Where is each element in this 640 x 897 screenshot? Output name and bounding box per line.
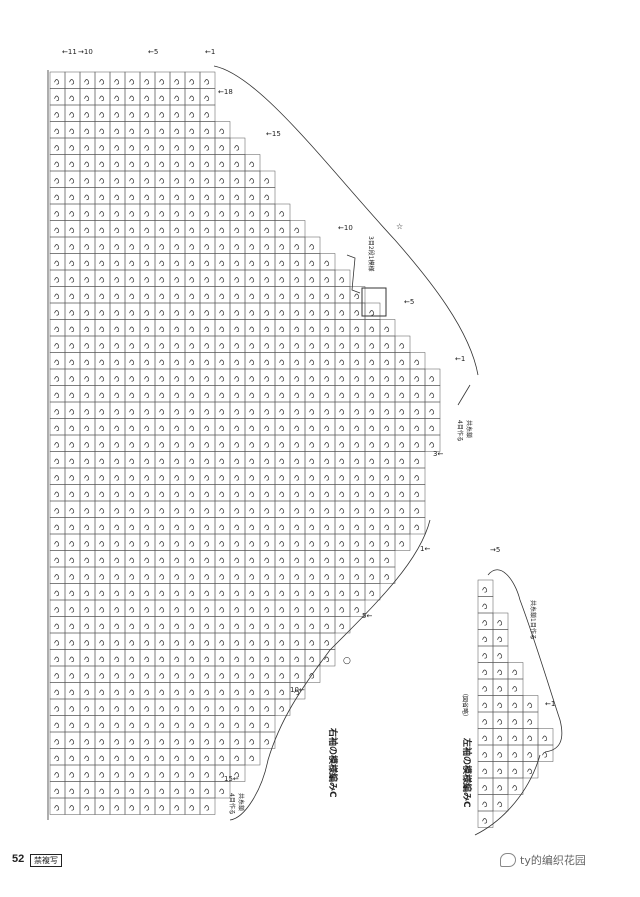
watermark: ty的编织花园	[500, 852, 586, 868]
side-marker-5: ←5	[404, 298, 415, 306]
edge-marker-10: 10←	[290, 686, 305, 694]
left-chart-boundary	[487, 569, 563, 753]
side-marker-18: ←18	[218, 88, 233, 96]
chart-outlines	[47, 65, 563, 836]
row-marker-5: ←5	[148, 48, 159, 56]
edge-marker-5: 5←	[362, 612, 373, 620]
row-marker-11: ←11	[62, 48, 77, 56]
right-chart-boundary	[213, 65, 479, 376]
left-chart-boundary-bottom	[474, 754, 541, 836]
left-chart-subtitle: （図省略）	[461, 690, 468, 721]
no-copy-badge: 禁複写	[30, 854, 62, 867]
side-marker-1: ←1	[455, 355, 466, 363]
edge-marker-15: 15←	[224, 775, 239, 783]
right-chart-title: 右袖の模様編みC	[327, 728, 337, 798]
left-sleeve-chart-grid	[477, 579, 554, 828]
star-mark: ☆	[396, 222, 404, 231]
highlight-box	[361, 287, 387, 317]
left-chart-title: 左袖の模様編みC	[461, 738, 471, 808]
left-marker-5: →5	[490, 546, 501, 554]
edge-marker-3: 3←	[433, 450, 444, 458]
cast-on-note-bottom: 共糸鎖 4目作る	[228, 793, 244, 815]
edge-marker-1: 1←	[420, 545, 431, 553]
left-marker-1: ←1	[545, 700, 556, 708]
row-marker-1: ←1	[205, 48, 216, 56]
side-marker-15: ←15	[266, 130, 281, 138]
decrease-bracket	[346, 254, 361, 294]
right-chart-boundary-bottom	[229, 519, 431, 821]
left-cast-on-note: 共糸鎖1目作る	[529, 600, 536, 640]
cast-on-note-top: 共糸鎖 4目作る	[456, 420, 472, 442]
right-chart-boundary-lower	[457, 384, 471, 406]
circle-mark: ○	[343, 656, 351, 666]
right-sleeve-chart-grid	[49, 71, 441, 815]
row-marker-10: →10	[78, 48, 93, 56]
chat-bubble-icon	[500, 853, 516, 867]
side-marker-10: ←10	[338, 224, 353, 232]
page-number: 52	[12, 853, 25, 865]
decrease-note: 3目2段1模様	[367, 236, 374, 272]
watermark-text: ty的编织花园	[520, 854, 586, 867]
